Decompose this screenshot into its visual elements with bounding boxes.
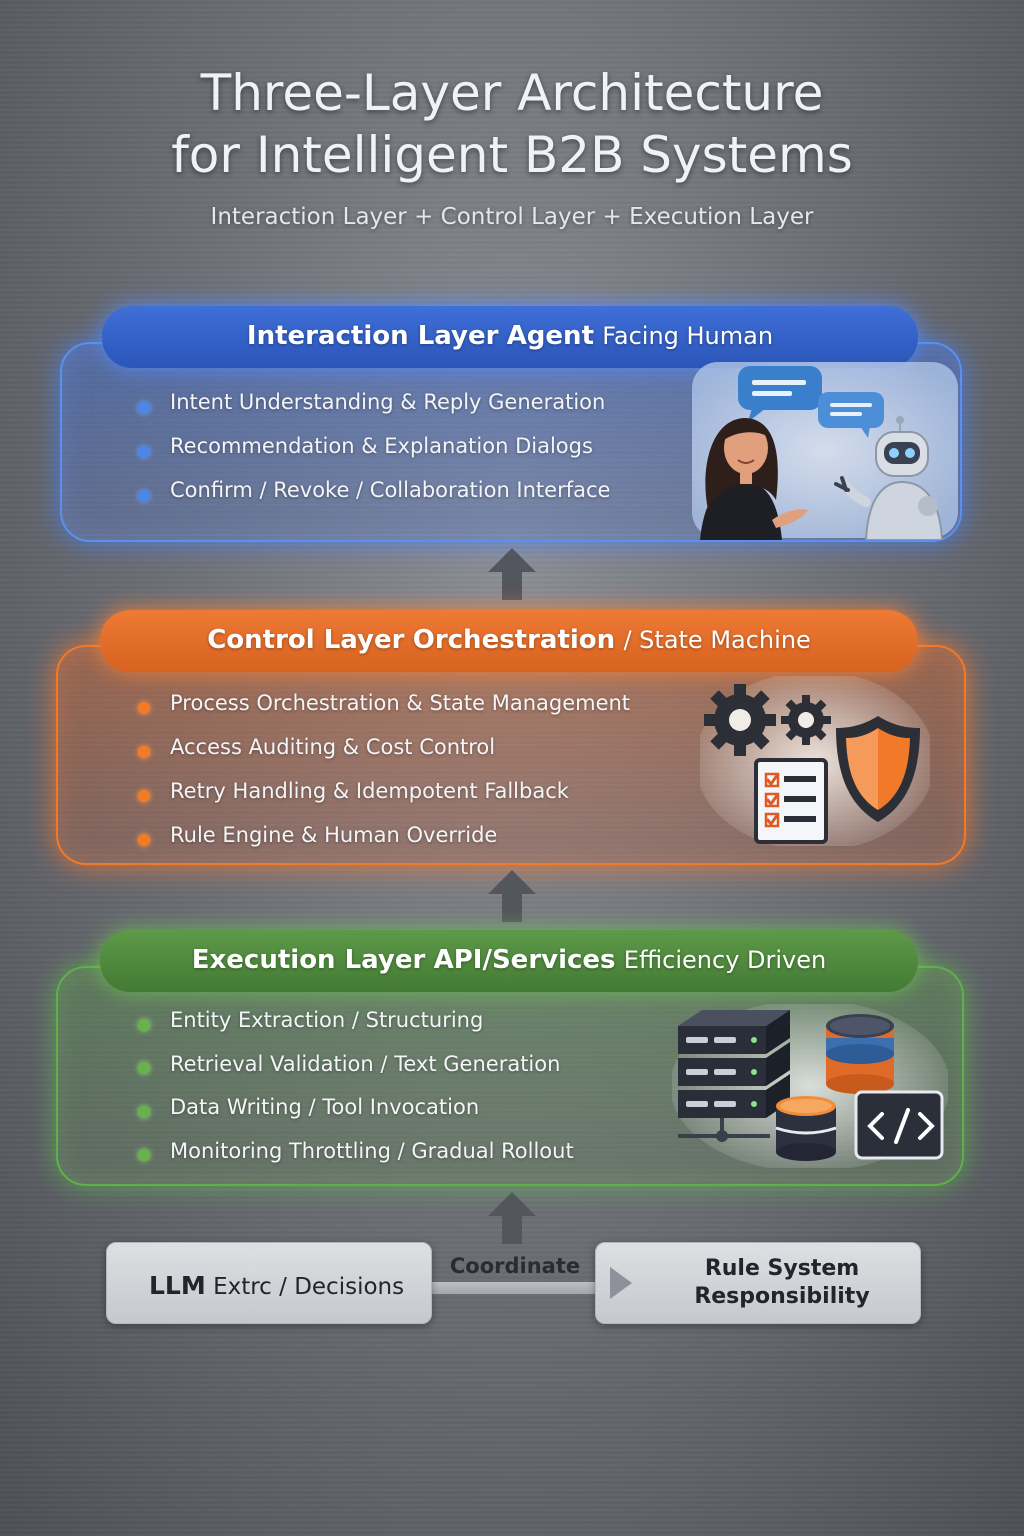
list-item-text: Retry Handling & Idempotent Fallback [170,779,569,803]
list-item: Data Writing / Tool Invocation [138,1090,574,1134]
execution-layer-desc: Efficiency Driven [623,946,827,974]
bullet-dot-icon [138,834,150,846]
list-item-text: Monitoring Throttling / Gradual Rollout [170,1138,574,1163]
list-item-text: Rule Engine & Human Override [170,823,498,847]
list-item-text: Data Writing / Tool Invocation [170,1095,480,1119]
person-robot-chat-icon [692,362,958,540]
up-arrow-icon [488,1192,536,1244]
bullet-dot-icon [138,790,150,802]
list-item: Intent Understanding & Reply Generation [138,386,610,430]
llm-box: LLM Extrc / Decisions [106,1242,432,1324]
bullet-dot-icon [138,1062,150,1075]
rule-line-2: Responsibility [694,1284,870,1309]
list-item-text: Recommendation & Explanation Dialogs [170,434,593,458]
list-item: Retrieval Validation / Text Generation [138,1047,574,1091]
list-item-text: Access Auditing & Cost Control [170,735,496,759]
page-title: Three-Layer Architecture for Intelligent… [0,62,1024,186]
execution-layer-header: Execution Layer API/Services Efficiency … [100,930,918,992]
list-item-text: Process Orchestration & State Management [170,691,631,715]
list-item: Entity Extraction / Structuring [138,1003,574,1047]
bullet-dot-icon [138,1149,150,1162]
control-layer-desc: / State Machine [623,626,811,654]
llm-strong-text: LLM [149,1271,206,1300]
control-layer-header: Control Layer Orchestration / State Mach… [100,610,918,672]
control-layer-role: Orchestration [412,625,616,655]
coordinate-connector [430,1282,598,1294]
rule-system-label: Rule System Responsibility [656,1255,908,1311]
bullet-dot-icon [138,1105,150,1118]
title-line-2: for Intelligent B2B Systems [171,126,853,184]
llm-rest-text: Extrc / Decisions [213,1274,405,1300]
list-item: Confirm / Revoke / Collaboration Interfa… [138,474,610,518]
llm-label: LLM Extrc / Decisions [149,1271,404,1300]
list-item-text: Confirm / Revoke / Collaboration Interfa… [170,478,611,502]
list-item-text: Entity Extraction / Structuring [170,1008,484,1032]
title-line-1: Three-Layer Architecture [200,64,824,122]
bullet-dot-icon [138,402,150,414]
bullet-dot-icon [138,702,150,714]
list-item-text: Intent Understanding & Reply Generation [170,390,606,414]
bullet-dot-icon [138,446,150,458]
execution-layer-role: API/Services [433,945,616,975]
bullet-dot-icon [138,1018,150,1031]
up-arrow-icon [488,870,536,922]
list-item: Monitoring Throttling / Gradual Rollout [138,1134,574,1178]
up-arrow-icon [488,548,536,600]
list-item: Access Auditing & Cost Control [138,730,630,774]
servers-database-code-icon [672,1004,948,1168]
interaction-layer-list: Intent Understanding & Reply Generation … [138,386,610,518]
interaction-layer-role: Agent [506,321,594,351]
control-layer-name: Control Layer [207,625,405,655]
list-item: Retry Handling & Idempotent Fallback [138,774,630,818]
coordinate-label: Coordinate [449,1254,581,1278]
list-item: Process Orchestration & State Management [138,686,630,730]
bullet-dot-icon [138,490,150,502]
rule-system-box: Rule System Responsibility [595,1242,921,1324]
bullet-dot-icon [138,746,150,758]
control-layer-list: Process Orchestration & State Management… [138,686,630,862]
page-subtitle: Interaction Layer + Control Layer + Exec… [210,204,814,230]
list-item: Recommendation & Explanation Dialogs [138,430,610,474]
list-item-text: Retrieval Validation / Text Generation [170,1051,561,1076]
list-item: Rule Engine & Human Override [138,818,630,862]
interaction-layer-header: Interaction Layer Agent Facing Human [102,306,918,368]
gears-checklist-shield-icon [700,676,930,846]
rule-line-1: Rule System [704,1256,860,1281]
execution-layer-list: Entity Extraction / Structuring Retrieva… [138,1003,574,1177]
interaction-layer-desc: Facing Human [602,322,774,350]
play-triangle-icon [610,1267,632,1299]
interaction-layer-name: Interaction Layer [246,321,499,351]
execution-layer-name: Execution Layer [191,945,426,975]
